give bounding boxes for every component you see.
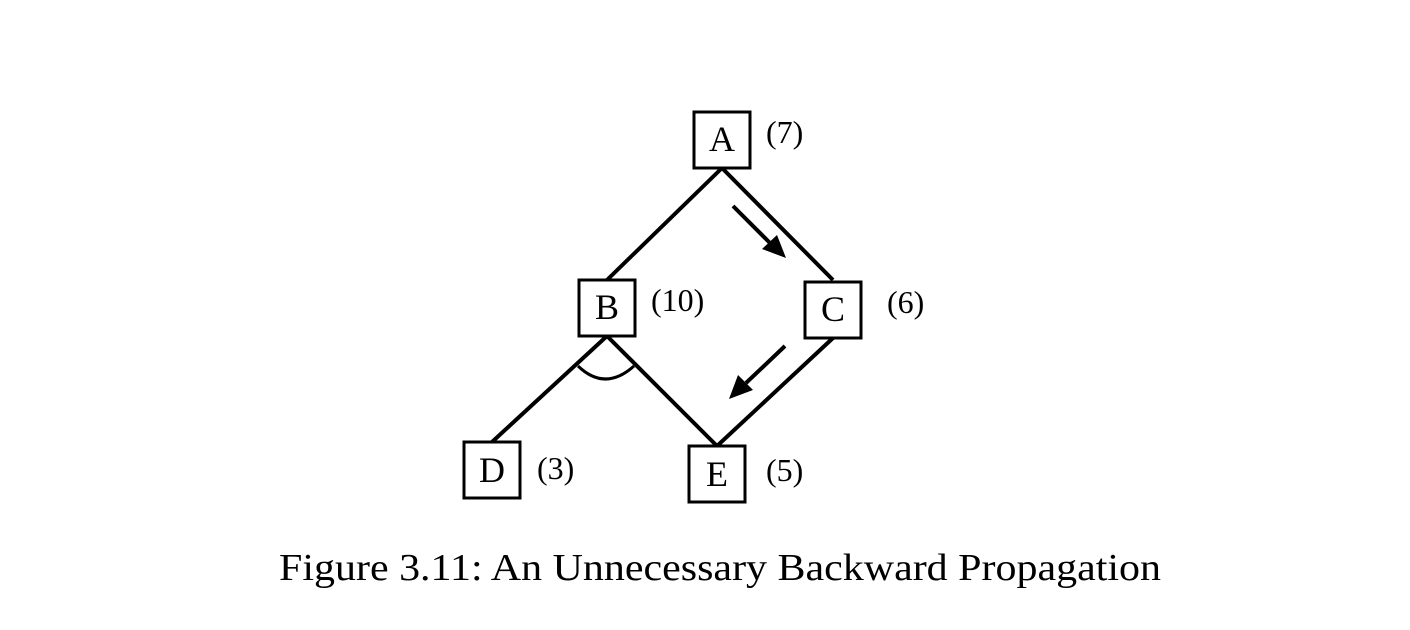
node-c: C (6) (803, 280, 924, 340)
node-c-cost: (6) (887, 284, 924, 320)
node-a-cost: (7) (766, 114, 803, 150)
node-a-box (692, 110, 752, 170)
node-d-box (462, 440, 522, 500)
node-d: D (3) (462, 440, 574, 500)
node-d-label: D (479, 450, 505, 490)
and-arc-b (576, 364, 636, 381)
node-e-label: E (706, 454, 728, 494)
node-b-label: B (595, 287, 619, 327)
node-c-box (803, 280, 863, 340)
node-e: E (5) (687, 444, 803, 504)
figure-caption: Figure 3.11: An Unnecessary Backward Pro… (279, 547, 1161, 589)
propagation-arrow-c-e (729, 344, 787, 399)
node-c-label: C (821, 289, 845, 329)
edge-a-b (605, 166, 724, 282)
edge-b-e (605, 334, 719, 448)
node-a: A (7) (692, 110, 803, 170)
node-b-box (577, 278, 637, 338)
edge-b-d (490, 334, 609, 444)
node-d-cost: (3) (537, 450, 574, 486)
edge-c-e (715, 336, 835, 448)
node-e-box (687, 444, 747, 504)
node-b-cost: (10) (651, 282, 704, 318)
node-e-cost: (5) (766, 452, 803, 488)
propagation-arrow-a-c (731, 204, 786, 258)
node-b: B (10) (577, 278, 704, 338)
edge-a-c (720, 166, 835, 282)
node-a-label: A (709, 119, 735, 159)
